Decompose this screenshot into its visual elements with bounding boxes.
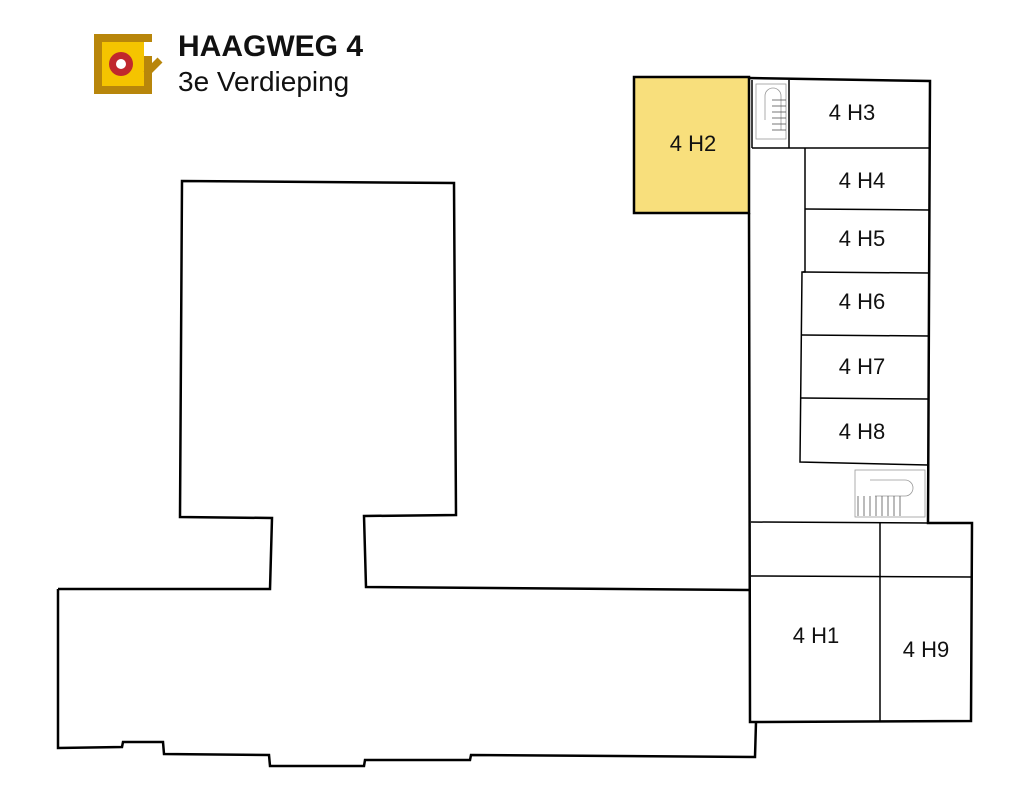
room-label-4h7: 4 H7 [839,354,885,379]
room-label-4h6: 4 H6 [839,289,885,314]
room-label-4h2: 4 H2 [670,131,716,156]
wall-divider [750,575,973,578]
wall-divider [801,334,930,337]
wall-divider [802,271,930,274]
room-label-4h5: 4 H5 [839,226,885,251]
room-label-4h3: 4 H3 [829,100,875,125]
rooms-h4-h8-block [799,148,929,466]
room-label-4h8: 4 H8 [839,419,885,444]
room-label-4h1: 4 H1 [793,623,839,648]
room-label-4h4: 4 H4 [839,168,885,193]
wall-divider [750,521,929,524]
wall-divider [804,208,930,211]
right-wing-outline [747,76,974,724]
bottom-wing-outline [56,589,758,768]
floor-subtitle: 3e Verdieping [178,66,350,97]
room-4h2[interactable] [632,75,751,215]
building-title: HAAGWEG 4 [178,30,364,63]
stairs-icon [854,469,926,518]
left-wing-outline [58,179,751,592]
logo-icon [94,34,163,94]
room-label-4h9: 4 H9 [903,637,949,662]
logo [94,34,164,96]
wall-divider [800,397,929,400]
stairs-icon [755,83,787,140]
